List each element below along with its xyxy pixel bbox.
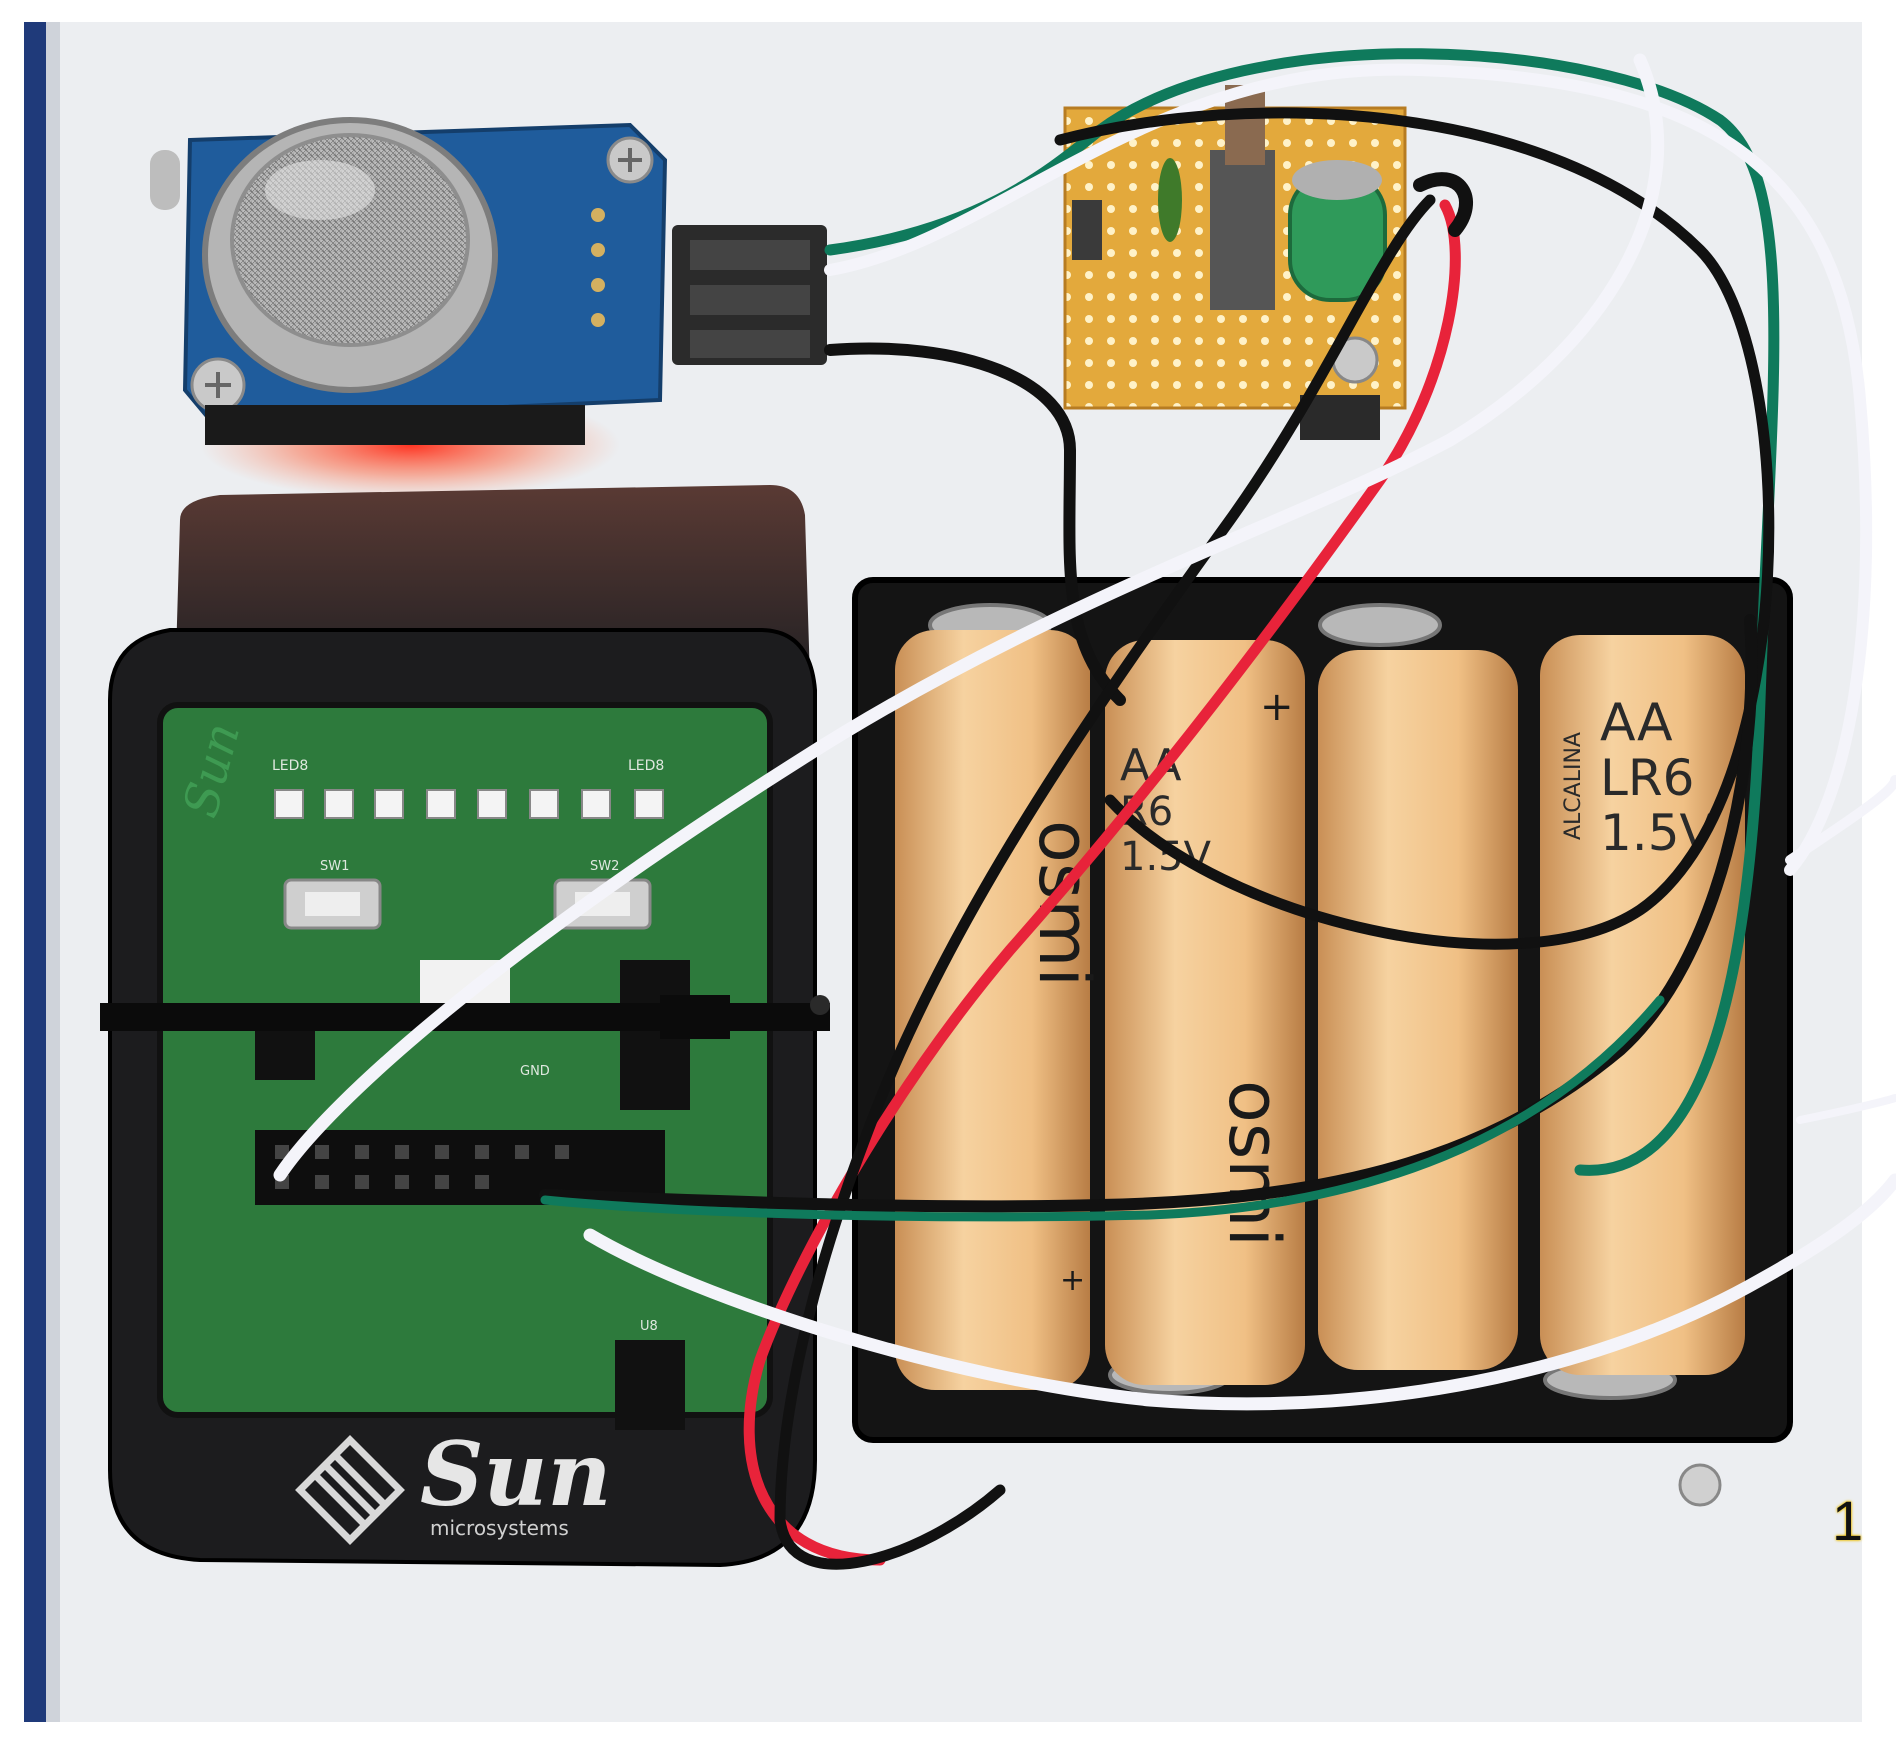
sun-logo-mark xyxy=(295,1435,405,1545)
sun-logo-text: Sun xyxy=(420,1422,612,1526)
wire-black-2 xyxy=(774,194,1436,1570)
battery-pack: + osmi + AA R6 1.5V osmi AA LR6 1.5V ALC… xyxy=(852,577,1793,1507)
wire-white-long xyxy=(273,53,1665,1182)
battery-1-brand: osmi xyxy=(1023,820,1105,987)
battery-2-plus: + xyxy=(1260,684,1294,730)
battery-2-brand: osmi xyxy=(1213,1080,1295,1247)
battery-4 xyxy=(1540,635,1745,1375)
wire-black-loop xyxy=(1054,107,1775,950)
battery-4-brand: ALCALINA xyxy=(1561,732,1586,840)
proto-board xyxy=(1063,85,1407,440)
wire-green-header xyxy=(540,995,1665,1222)
battery-1 xyxy=(895,630,1090,1390)
sun-logo-subtext: microsystems xyxy=(430,1516,569,1540)
wire-white-arc xyxy=(824,63,1873,876)
battery-4-line2: LR6 xyxy=(1600,749,1694,807)
battery-1-plus: + xyxy=(1060,1263,1085,1298)
led-row xyxy=(274,789,664,819)
u8-label: U8 xyxy=(640,1319,658,1334)
battery-3 xyxy=(1318,650,1518,1370)
sw1-label: SW1 xyxy=(320,859,349,874)
wire-red xyxy=(743,199,1461,1566)
board-blue-edge xyxy=(24,22,46,1722)
wires xyxy=(273,48,1896,1570)
led-right-label: LED8 xyxy=(628,758,664,774)
sunspot-device: LED8 LED8 SW1 SW2 Sun GND U8 xyxy=(100,485,830,1568)
led-left-label: LED8 xyxy=(272,758,308,774)
sw2-label: SW2 xyxy=(590,859,619,874)
wire-black-header xyxy=(539,614,1758,1213)
gnd-label: GND xyxy=(520,1064,550,1079)
wire-green-arc xyxy=(824,48,1780,1176)
gas-sensor-module xyxy=(150,117,827,445)
battery-4-line1: AA xyxy=(1600,693,1673,753)
wire-white-lower xyxy=(583,1173,1896,1411)
wire-black-1 xyxy=(824,342,1126,706)
edge-mark: 1 xyxy=(1832,1489,1864,1552)
